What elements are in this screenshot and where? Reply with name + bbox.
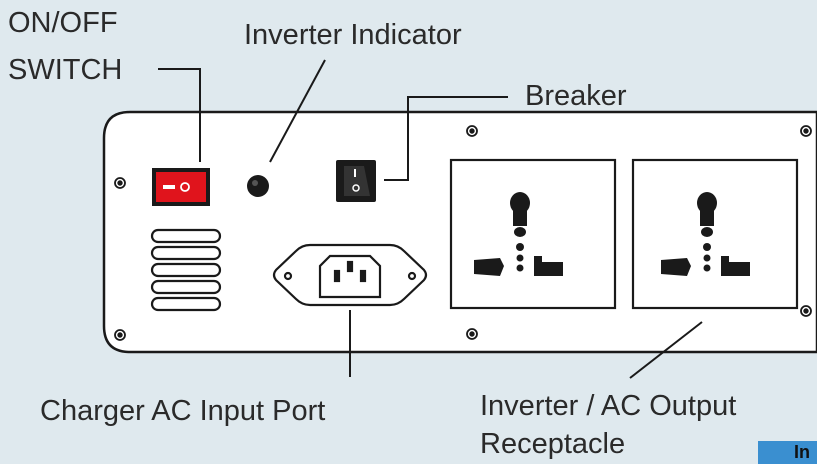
leader-line-indicator [269,59,326,163]
leader-line-switch [158,68,201,162]
leader-line-output [629,321,703,379]
output-label-line1: Inverter / AC Output [480,390,737,422]
screw-icon [114,177,126,189]
breaker-label: Breaker [525,80,627,112]
inverter-indicator-label: Inverter Indicator [244,19,462,51]
corner-tab: In [758,441,817,464]
leader-line-breaker [384,96,508,181]
breaker-switch[interactable] [336,160,376,202]
vent-slots [150,228,222,312]
output-label-line2: Receptacle [480,428,626,460]
screw-icon [466,125,478,137]
screw-icon [800,305,812,317]
charger-input-label: Charger AC Input Port [40,395,326,427]
screw-icon [466,328,478,340]
inverter-indicator-led [247,175,269,197]
on-off-label-line2: SWITCH [8,54,123,86]
on-off-label-line1: ON/OFF [8,7,118,39]
screw-icon [114,329,126,341]
on-off-switch[interactable] [152,168,210,206]
screw-icon [800,125,812,137]
ac-output-receptacle[interactable] [449,158,617,310]
ac-output-receptacle[interactable] [631,158,799,310]
charger-ac-input-port [272,243,428,307]
